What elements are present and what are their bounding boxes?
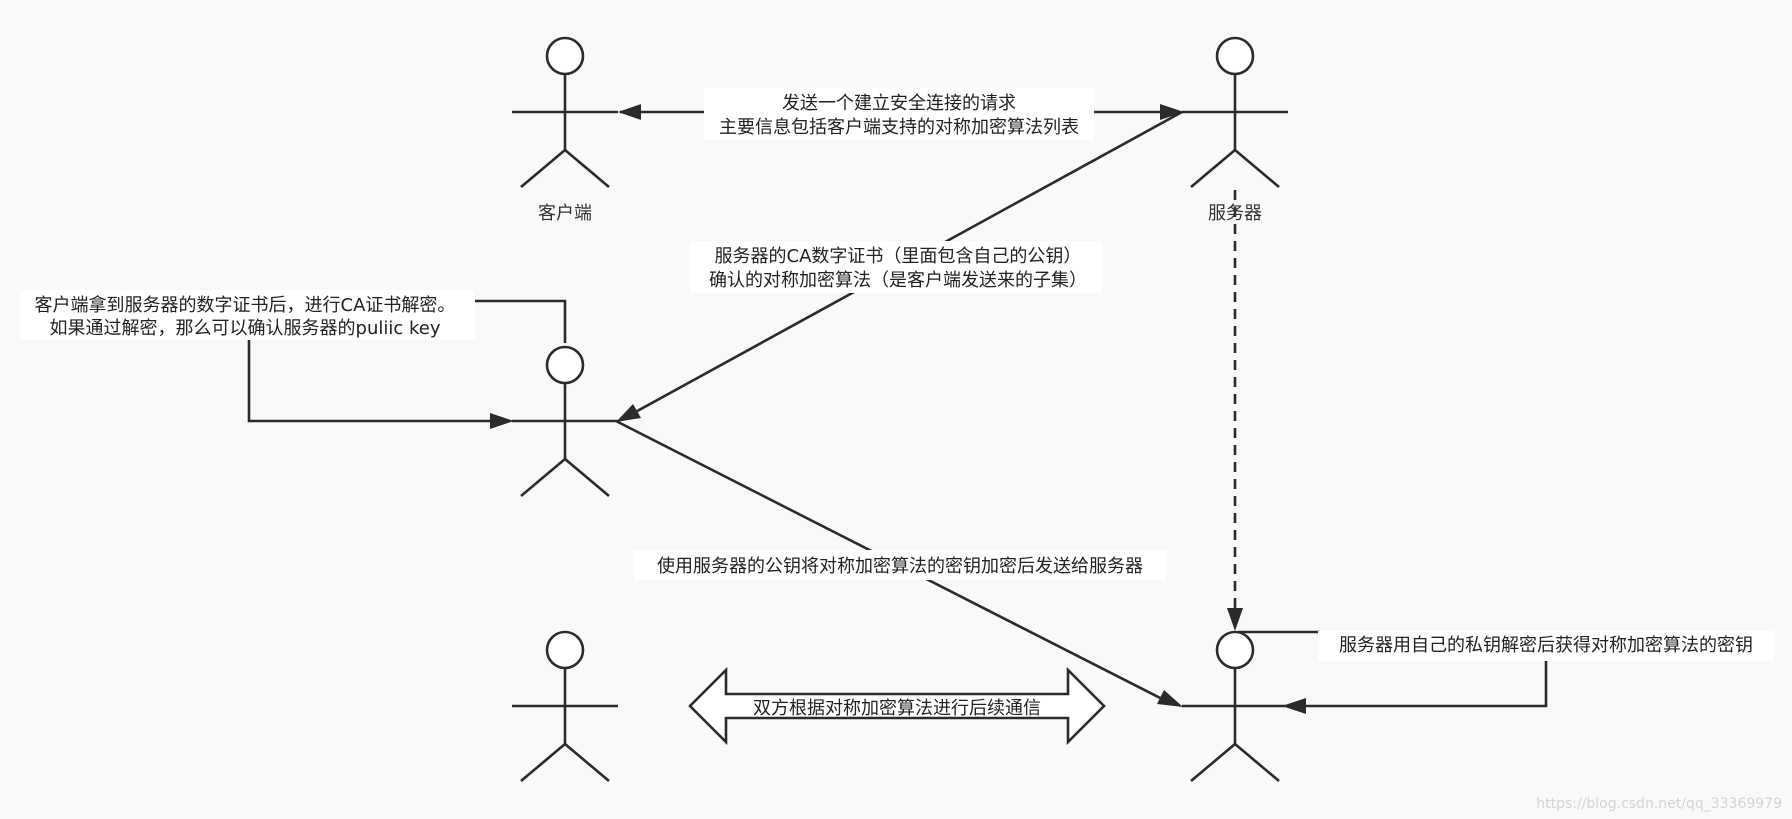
certificate-label-line2: 确认的对称加密算法（是客户端发送来的子集） — [709, 270, 1087, 291]
send-key-label: 使用服务器的公钥将对称加密算法的密钥加密后发送给服务器 — [657, 556, 1143, 577]
client-verify-connector — [475, 299, 567, 343]
client-verify-label-line2: 如果通过解密，那么可以确认服务器的puliic key — [50, 318, 441, 339]
client-actor-middle — [512, 345, 618, 497]
client-actor-bottom — [512, 630, 618, 782]
handshake-label-bg — [704, 88, 1094, 140]
handshake-label-line2: 主要信息包括客户端支持的对称加密算法列表 — [719, 117, 1079, 138]
certificate-label-bg — [690, 241, 1102, 293]
client-verify-label-line1: 客户端拿到服务器的数字证书后，进行CA证书解密。 — [35, 294, 456, 316]
client-verify-connector-left — [247, 330, 500, 423]
both-communicate-label: 双方根据对称加密算法进行后续通信 — [753, 698, 1041, 719]
server-lifeline-arrowhead — [1227, 608, 1243, 631]
client-actor-top — [512, 36, 618, 188]
server-actor-top-name: 服务器 — [1208, 203, 1262, 224]
handshake-arrowhead-right — [1160, 104, 1184, 120]
client-verify-label-bg — [20, 290, 475, 340]
watermark-text: https://blog.csdn.net/qq_33369979 — [1536, 796, 1782, 812]
server-decrypt-label-bg — [1318, 631, 1774, 661]
client-actor-top-name: 客户端 — [538, 203, 592, 224]
handshake-label-line1: 发送一个建立安全连接的请求 — [782, 93, 1016, 114]
server-decrypt-label: 服务器用自己的私钥解密后获得对称加密算法的密钥 — [1339, 635, 1753, 656]
certificate-arrowhead — [616, 404, 641, 422]
certificate-label-line1: 服务器的CA数字证书（里面包含自己的公钥） — [715, 246, 1082, 267]
server-decrypt-connector — [1290, 658, 1548, 708]
bidirectional-arrow — [688, 666, 1106, 746]
handshake-arrowhead-left — [618, 104, 641, 120]
server-actor-bottom — [1182, 630, 1288, 782]
send-key-arrowhead — [1157, 690, 1183, 707]
server-actor-top — [1182, 36, 1288, 188]
send-key-label-bg — [634, 550, 1166, 580]
client-verify-arrowhead — [490, 413, 514, 429]
server-decrypt-arrowhead — [1282, 698, 1306, 714]
